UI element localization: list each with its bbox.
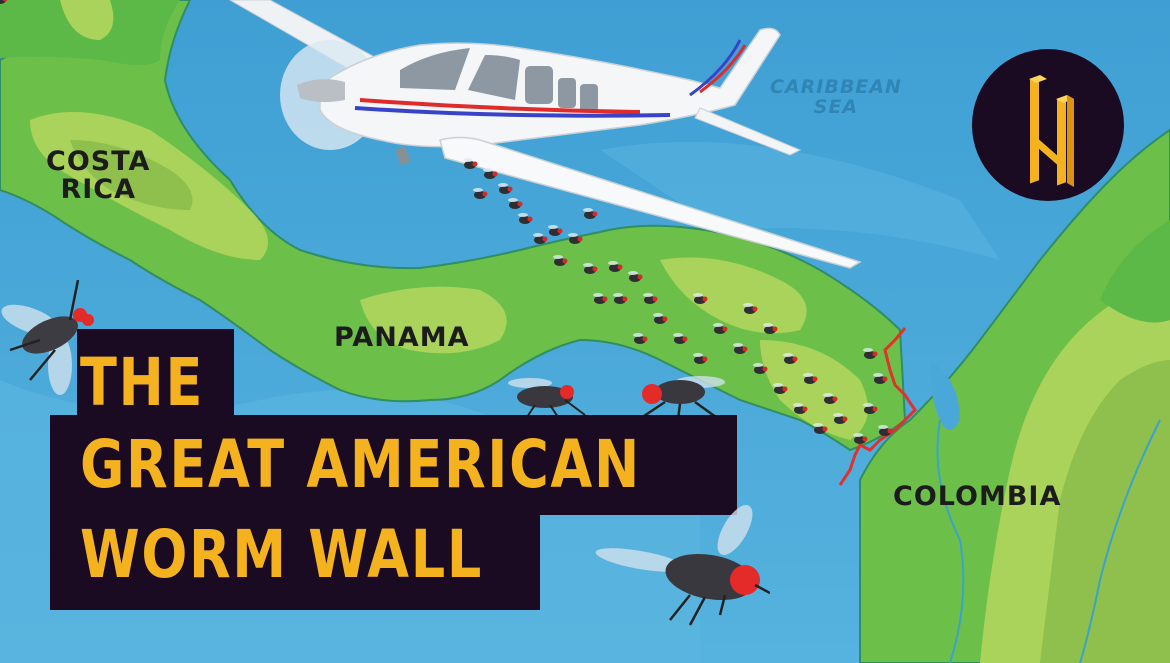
map-label-panama: PANAMA [334, 322, 470, 353]
title-line-3: WORM WALL [80, 516, 483, 593]
title-line-2: GREAT AMERICAN [80, 426, 641, 503]
h-letter-logo-icon [1028, 73, 1074, 189]
channel-logo [972, 49, 1124, 201]
fly-icon [634, 376, 725, 442]
fly-icon [1, 280, 94, 395]
map-label-caribbean-sea: CARIBBEAN SEA [770, 76, 902, 118]
map-label-costa-rica-line1: COSTA [46, 146, 151, 177]
map-label-caribbean-line1: CARIBBEAN [770, 76, 902, 98]
fly-icon [508, 378, 586, 420]
map-label-costa-rica: COSTA RICA [46, 146, 151, 206]
map-label-colombia: COLOMBIA [893, 481, 1062, 512]
map-label-costa-rica-line2: RICA [60, 174, 136, 206]
title-line-1: THE [80, 344, 205, 421]
fly-icon [595, 505, 770, 626]
fly-icon [0, 0, 8, 4]
map-label-caribbean-line2: SEA [813, 95, 859, 118]
